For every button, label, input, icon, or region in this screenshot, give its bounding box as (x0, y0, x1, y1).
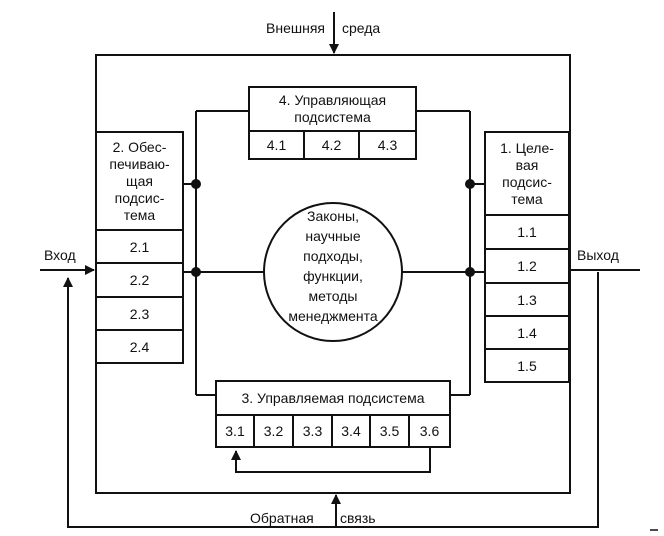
junction-dot (465, 267, 475, 277)
subsystem-2-title: 2. Обес- печиваю- щая подсис- тема (97, 133, 182, 229)
subsystem-4-item: 4.1 (250, 130, 305, 158)
subsystem-1-item: 1.1 (486, 214, 568, 248)
methods-line: менеджмента (288, 308, 378, 324)
subsystem-1-title: 1. Целе- вая подсис- тема (486, 133, 568, 214)
subsystem-1-target: 1. Целе- вая подсис- тема 1.1 1.2 1.3 1.… (484, 131, 570, 383)
output-label: Выход (577, 247, 619, 263)
junction-dot (465, 179, 475, 189)
methods-circle (263, 202, 403, 342)
subsystem-1-item: 1.4 (486, 315, 568, 348)
subsystem-4-title-line: подсистема (294, 109, 371, 125)
subsystem-1-item: 1.2 (486, 248, 568, 282)
methods-line: научные (305, 228, 361, 244)
subsystem-1-title-line: 1. Целе- (500, 139, 554, 156)
subsystem-3-item: 3.2 (255, 414, 294, 446)
junction-dot (191, 179, 201, 189)
subsystem-2-item: 2.3 (97, 296, 182, 329)
subsystem-4-title-line: 4. Управляющая (278, 92, 387, 108)
subsystem-3-managed: 3. Управляемая подсистема 3.1 3.2 3.3 3.… (215, 380, 451, 448)
subsystem-4-managing: 4. Управляющая подсистема 4.1 4.2 4.3 (248, 86, 417, 160)
subsystem-3-title: 3. Управляемая подсистема (241, 390, 425, 406)
subsystem-4-title: 4. Управляющая подсистема (250, 88, 415, 130)
subsystem-4-item: 4.2 (305, 130, 360, 158)
subsystem-4-item: 4.3 (360, 130, 415, 158)
methods-line: Законы, (307, 208, 359, 224)
subsystem-2-supporting: 2. Обес- печиваю- щая подсис- тема 2.1 2… (95, 131, 184, 364)
feedback-loop (63, 272, 599, 528)
subsystem-3-item: 3.3 (294, 414, 333, 446)
methods-line: функции, (303, 268, 363, 284)
subsystem-1-item: 1.3 (486, 282, 568, 315)
methods-line: подходы, (303, 248, 363, 264)
subsystem-2-item: 2.1 (97, 229, 182, 262)
subsystem-2-title-line: 2. Обес- (112, 138, 167, 155)
subsystem-2-title-line: подсис- (114, 189, 165, 206)
subsystem-2-title-line: тема (123, 206, 156, 223)
subsystem-1-title-line: тема (511, 190, 543, 207)
subsystem-3-item: 3.4 (333, 414, 371, 446)
inner-feedback-loop (231, 448, 431, 473)
subsystem-2-title-line: щая (126, 172, 153, 189)
subsystem-2-title-line: печиваю- (109, 155, 170, 172)
subsystem-3-item: 3.5 (371, 414, 410, 446)
subsystem-1-title-line: вая (515, 156, 539, 173)
subsystem-2-item: 2.4 (97, 329, 182, 362)
junction-dot (191, 267, 201, 277)
subsystem-2-item: 2.2 (97, 262, 182, 296)
subsystem-1-title-line: подсис- (502, 173, 552, 190)
feedback-label-1: Обратная (250, 510, 314, 526)
methods-text: Законы, научные подходы, функции, методы… (270, 206, 396, 326)
input-label: Вход (44, 247, 76, 263)
environment-label-2: среда (342, 20, 381, 36)
environment-label-1: Внешняя (266, 20, 325, 36)
subsystem-3-item: 3.6 (410, 414, 449, 446)
feedback-label-2: связь (340, 510, 376, 526)
subsystem-3-item: 3.1 (217, 414, 255, 446)
methods-line: методы (308, 288, 358, 304)
subsystem-1-item: 1.5 (486, 348, 568, 381)
